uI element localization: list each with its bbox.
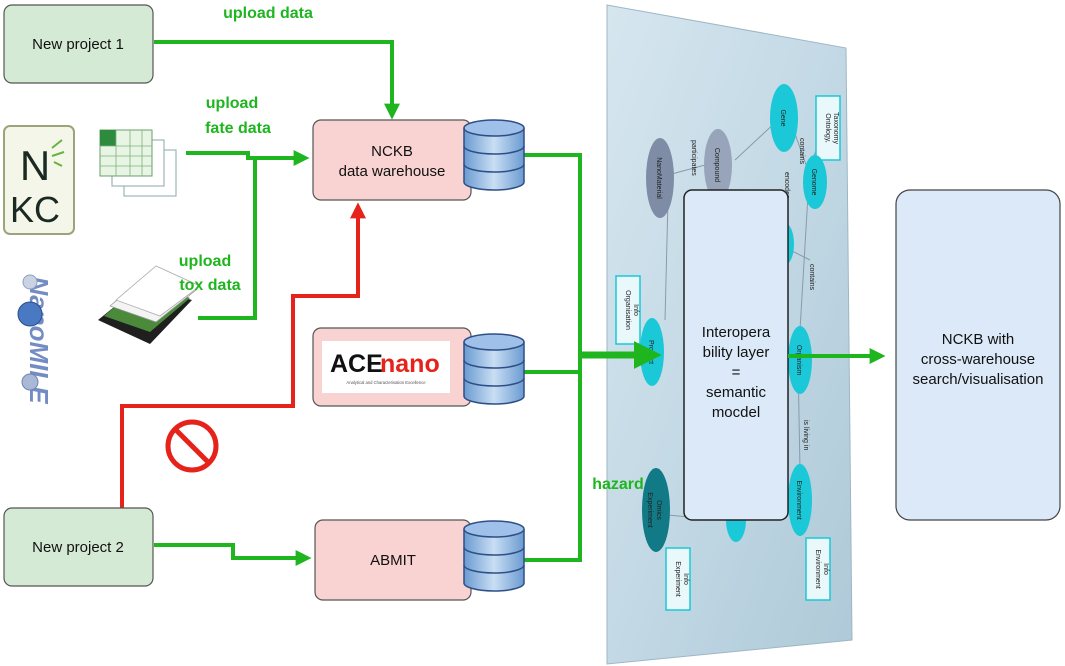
svg-text:NIKC: NIKC — [27, 235, 44, 242]
node-organisation-info: Organisation Info — [615, 275, 641, 345]
arrow-nckb-to-layer — [524, 153, 582, 355]
svg-text:ABMIT: ABMIT — [370, 552, 416, 569]
svg-text:Genome: Genome — [810, 169, 817, 196]
document-binder-icon — [98, 265, 201, 344]
arrow-project2-to-abmit — [154, 543, 312, 566]
svg-text:Organisation: Organisation — [624, 290, 631, 330]
arrow-fate-to-nckb — [186, 150, 310, 166]
svg-text:mocdel: mocdel — [712, 404, 760, 421]
svg-text:Experiment: Experiment — [674, 561, 681, 596]
svg-text:Info: Info — [682, 573, 689, 585]
svg-text:Taxonomy: Taxonomy — [832, 112, 839, 144]
svg-text:Info: Info — [822, 563, 829, 575]
svg-text:Experiment: Experiment — [646, 492, 653, 527]
svg-text:N: N — [20, 142, 50, 189]
box-new-project-2: New project 2 — [3, 507, 154, 587]
svg-text:Info: Info — [632, 304, 639, 316]
edge-label-participates: participates — [690, 140, 697, 176]
node-omics-experiment: Omics Experiment — [642, 468, 670, 552]
acenano-database-icon — [463, 333, 525, 405]
nckb-result-box: NCKB with cross-warehouse search/visuali… — [895, 189, 1061, 521]
svg-text:Ontology,: Ontology, — [824, 113, 831, 142]
abmit-database-icon — [463, 520, 525, 592]
svg-text:data warehouse: data warehouse — [339, 163, 446, 180]
svg-text:Organism: Organism — [795, 345, 802, 376]
nanomile-logo: NanoMILE — [17, 274, 54, 404]
flow-arrows — [120, 40, 886, 566]
spreadsheet-icon — [99, 129, 177, 197]
node-genome: Genome — [803, 155, 827, 209]
acenano-tagline: Analytical and Characterisation Excellen… — [346, 380, 426, 385]
svg-text:NanoMaterial: NanoMaterial — [655, 157, 662, 199]
arrow-project1-to-nckb — [154, 40, 400, 120]
node-nanomaterial: NanoMaterial — [646, 138, 674, 218]
prohibited-icon — [165, 419, 219, 473]
acenano-nano: nano — [380, 350, 440, 378]
svg-text:New project 1: New project 1 — [32, 36, 124, 53]
node-organism: Organism — [788, 326, 812, 394]
arrow-project2-blocked — [120, 202, 366, 508]
svg-text:Compound: Compound — [713, 148, 720, 182]
edge-label-is-living-in: is living in — [802, 420, 809, 450]
nikc-logo: N KC NIKC — [3, 125, 75, 242]
label-upload-fate-1: upload — [206, 95, 258, 112]
svg-text:New project 2: New project 2 — [32, 539, 124, 556]
svg-text:Environment: Environment — [814, 549, 821, 588]
svg-text:bility layer: bility layer — [703, 344, 770, 361]
label-upload-tox-1: upload — [179, 253, 231, 270]
svg-text:NCKB with: NCKB with — [942, 331, 1015, 348]
node-environment: Environment — [788, 464, 812, 536]
warehouse-acenano: ACE nano Analytical and Characterisation… — [312, 327, 472, 407]
svg-text:Interopera: Interopera — [702, 324, 771, 341]
svg-text:Environment: Environment — [795, 480, 802, 519]
svg-text:KC: KC — [10, 189, 60, 230]
svg-text:cross-warehouse: cross-warehouse — [921, 351, 1035, 368]
svg-text:NCKB: NCKB — [371, 143, 413, 160]
edge-label-contains-2: contains — [808, 264, 815, 291]
svg-text:Omics: Omics — [655, 500, 662, 520]
node-compound: Compound — [704, 129, 732, 201]
node-ontology-taxonomy: Ontology, Taxonomy — [815, 95, 841, 161]
node-gene: Gene — [770, 84, 798, 152]
arrow-abmit-to-layer — [524, 355, 582, 562]
interoperability-layer: Interopera bility layer = semantic mocde… — [683, 189, 789, 521]
node-experiment-info: Experiment Info — [665, 547, 691, 611]
warehouse-nckb: NCKB data warehouse — [312, 119, 472, 201]
node-environment-info: Environment Info — [805, 537, 831, 601]
box-new-project-1: New project 1 — [3, 4, 154, 84]
label-hazard: hazard — [592, 476, 644, 493]
edge-label-encodes: encodes — [783, 172, 790, 199]
semantic-panel: NanoMaterial Compound Gene Ontology, Tax… — [606, 4, 853, 665]
arrow-tox-to-nckb — [198, 158, 257, 320]
edge-label-contains-1: contains — [798, 138, 805, 165]
svg-text:Gene: Gene — [779, 109, 786, 126]
svg-text:search/visualisation: search/visualisation — [913, 371, 1044, 388]
svg-text:=: = — [732, 364, 741, 381]
label-upload-fate-2: fate data — [205, 120, 271, 137]
warehouse-abmit: ABMIT — [314, 519, 472, 601]
label-upload-data: upload data — [223, 5, 313, 22]
svg-text:semantic: semantic — [706, 384, 767, 401]
nckb-database-icon — [463, 119, 525, 191]
label-upload-tox-2: tox data — [179, 277, 240, 294]
acenano-ace: ACE — [330, 350, 383, 378]
